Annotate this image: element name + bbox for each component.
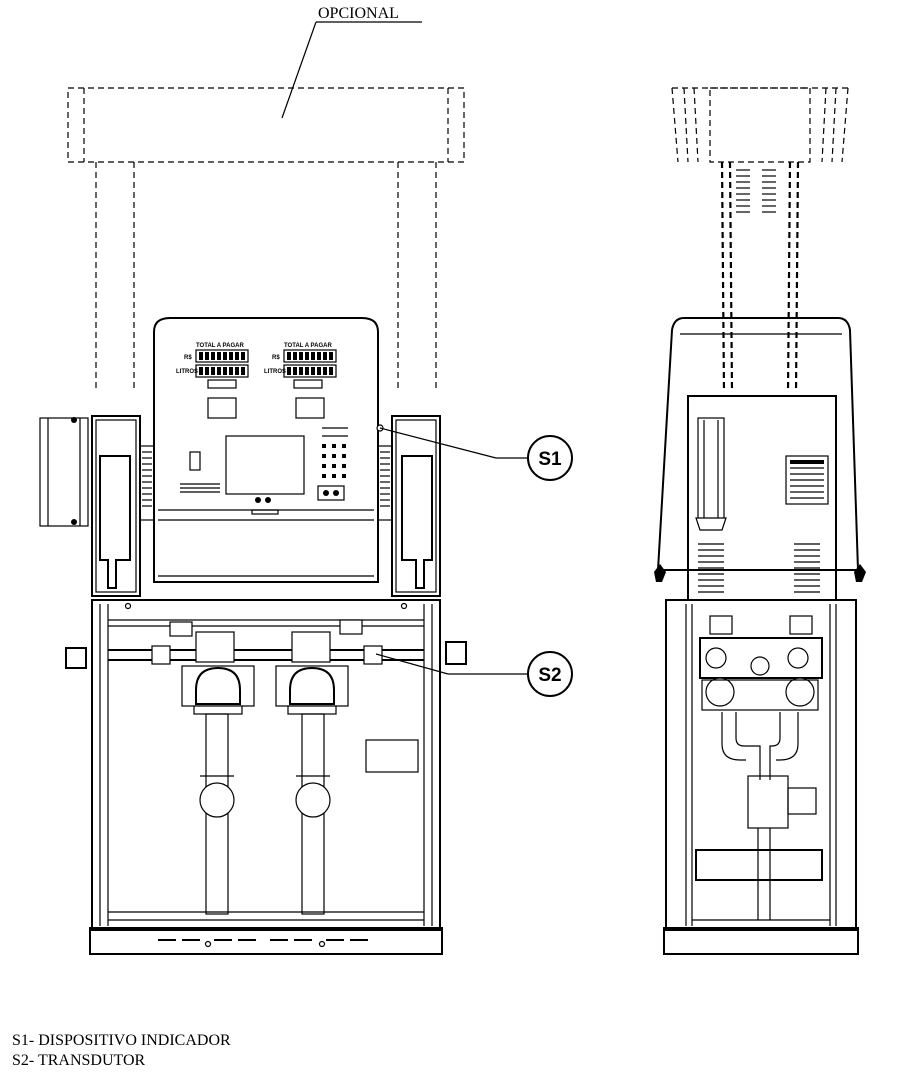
control-panel <box>180 427 348 515</box>
left-currency: R$ <box>184 355 192 361</box>
side-lower-body <box>663 599 859 955</box>
lower-frame <box>65 599 467 955</box>
side-vents-left <box>698 543 724 593</box>
right-nozzle-housing <box>378 415 441 597</box>
optional-canopy <box>67 87 465 392</box>
side-head <box>654 317 866 601</box>
right-currency: R$ <box>272 355 280 361</box>
left-litros: LITROS <box>176 369 198 375</box>
hydraulics <box>108 619 424 915</box>
side-optional-canopy <box>671 87 849 393</box>
front-view: OPCIONAL TOTAL A PAGAR R$ LITROS TOTAL A <box>39 5 573 955</box>
s1-tag: S1 <box>538 449 562 470</box>
left-display: TOTAL A PAGAR R$ LITROS <box>176 343 249 419</box>
s2-tag: S2 <box>538 665 561 686</box>
s2-callout: S2 <box>375 651 573 697</box>
legend-s1: S1- DISPOSITIVO INDICADOR <box>12 1032 231 1049</box>
left-meter <box>181 631 255 715</box>
s1-callout: S1 <box>376 424 573 481</box>
left-nozzle-housing <box>39 415 154 597</box>
right-meter <box>275 631 349 715</box>
right-litros: LITROS <box>264 369 286 375</box>
optional-label: OPCIONAL <box>281 5 422 119</box>
left-total-a-pagar: TOTAL A PAGAR <box>196 343 244 349</box>
keypad <box>322 444 346 478</box>
right-total-a-pagar: TOTAL A PAGAR <box>284 343 332 349</box>
optional-label-text: OPCIONAL <box>318 5 399 22</box>
side-view <box>654 87 866 955</box>
right-display: TOTAL A PAGAR R$ LITROS <box>264 343 337 419</box>
side-vents-right <box>794 543 820 593</box>
legend-s2: S2- TRANSDUTOR <box>12 1052 146 1069</box>
